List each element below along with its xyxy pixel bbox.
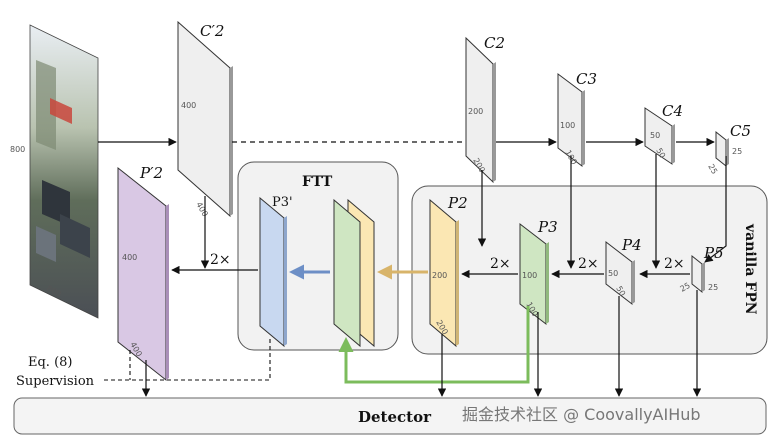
detector-label: Detector [358, 408, 432, 426]
detector-arrows [141, 290, 702, 397]
p2-dim-top: 200 [432, 271, 447, 280]
c4-dim-bottom: 50 [654, 147, 667, 160]
upsample-label-c: 2× [490, 256, 511, 272]
vanilla-fpn-label: vanilla FPN [742, 223, 758, 315]
upsample-label-a: 2× [664, 256, 685, 272]
p5-label: P5 [703, 244, 724, 262]
p4-label: P4 [621, 236, 642, 254]
input-dim-side: 800 [10, 145, 25, 154]
c4-label: C4 [662, 102, 683, 120]
input-image [29, 24, 99, 319]
topdown-arrows [171, 265, 690, 279]
c5-dim-top: 25 [732, 147, 742, 156]
supervision-line2: Supervision [16, 374, 95, 389]
p2-prime-label: P′2 [139, 164, 163, 182]
c2-prime-label: C′2 [200, 22, 224, 40]
supervision-dashes [104, 338, 271, 381]
c2-prime-dim-top: 400 [181, 101, 196, 110]
c5-label: C5 [730, 122, 751, 140]
p2-prime-plane [117, 166, 167, 382]
c2-label: C2 [484, 34, 505, 52]
detector-box [13, 397, 767, 435]
watermark: 掘金技术社区 @ CoovallyAIHub [462, 405, 701, 424]
c3-dim-top: 100 [560, 121, 575, 130]
c5-plane [715, 130, 727, 168]
p3-label: P3 [537, 218, 558, 236]
p3-dim-top: 100 [522, 271, 537, 280]
ftt-green-arrow [338, 306, 530, 384]
p2-label: P2 [447, 194, 468, 212]
c2-dim-top: 200 [468, 107, 483, 116]
c2-prime-plane [177, 20, 231, 218]
upsample-label-b: 2× [578, 256, 599, 272]
p4-dim-bottom: 50 [614, 285, 627, 298]
ftt-title: FTT [302, 174, 333, 190]
c5-dim-bottom: 25 [706, 163, 719, 176]
c4-dim-top: 50 [650, 131, 660, 140]
c3-label: C3 [576, 70, 597, 88]
p3-prime-label: P3' [272, 195, 293, 210]
ftt-green-plane [333, 198, 361, 348]
p5-dim-top: 25 [708, 283, 718, 292]
p5-dim-bottom: 25 [679, 281, 692, 294]
lateral-arrows [200, 154, 727, 269]
p3-prime-plane [259, 196, 285, 348]
p4-dim-top: 50 [608, 269, 618, 278]
upsample-label-d: 2× [210, 252, 231, 268]
vanilla-fpn-box [411, 185, 768, 355]
p2-prime-dim-top: 400 [122, 253, 137, 262]
c2-prime-dim-bottom: 400 [194, 201, 209, 219]
supervision-line1: Eq. (8) [28, 355, 73, 370]
